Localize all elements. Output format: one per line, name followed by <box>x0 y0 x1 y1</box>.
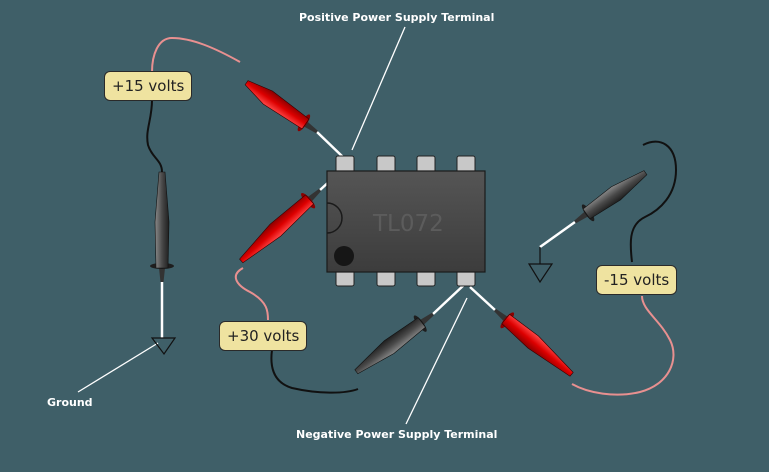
chip-notch <box>326 202 343 234</box>
tip-wire-positive <box>316 131 345 159</box>
ground-symbol-left <box>150 282 177 356</box>
positive-terminal-label: Positive Power Supply Terminal <box>299 11 495 24</box>
black-probe-right-ground <box>574 170 648 224</box>
chip-pin1-dot <box>334 246 354 266</box>
ic-chip <box>326 155 486 287</box>
voltage-tag-plus30: +30 volts <box>219 321 308 351</box>
chip-part-number: TL072 <box>373 211 444 237</box>
leader-positive-terminal <box>351 26 406 151</box>
tip-wire-minus15 <box>469 286 496 311</box>
voltage-tag-minus15: -15 volts <box>596 265 678 295</box>
ground-label: Ground <box>47 396 93 409</box>
voltage-tag-plus15: +15 volts <box>104 71 193 101</box>
red-wire-plus15 <box>151 36 241 73</box>
black-wire-plus15 <box>146 99 163 173</box>
negative-terminal-label: Negative Power Supply Terminal <box>296 428 498 441</box>
red-wire-minus15 <box>571 295 675 396</box>
red-wire-plus30 <box>234 267 269 321</box>
leader-ground <box>77 342 159 393</box>
red-probe-minus15 <box>494 308 574 377</box>
leader-negative-terminal <box>405 297 468 425</box>
red-probe-positive <box>244 80 318 134</box>
black-wire-plus30 <box>270 349 359 394</box>
ground-symbol-right <box>527 220 576 284</box>
black-probe-negative <box>354 312 434 375</box>
red-probe-plus30 <box>239 188 322 264</box>
black-wire-minus15 <box>629 140 678 263</box>
tip-wire-black-plus30 <box>432 283 466 315</box>
black-probe-ground <box>150 171 174 282</box>
